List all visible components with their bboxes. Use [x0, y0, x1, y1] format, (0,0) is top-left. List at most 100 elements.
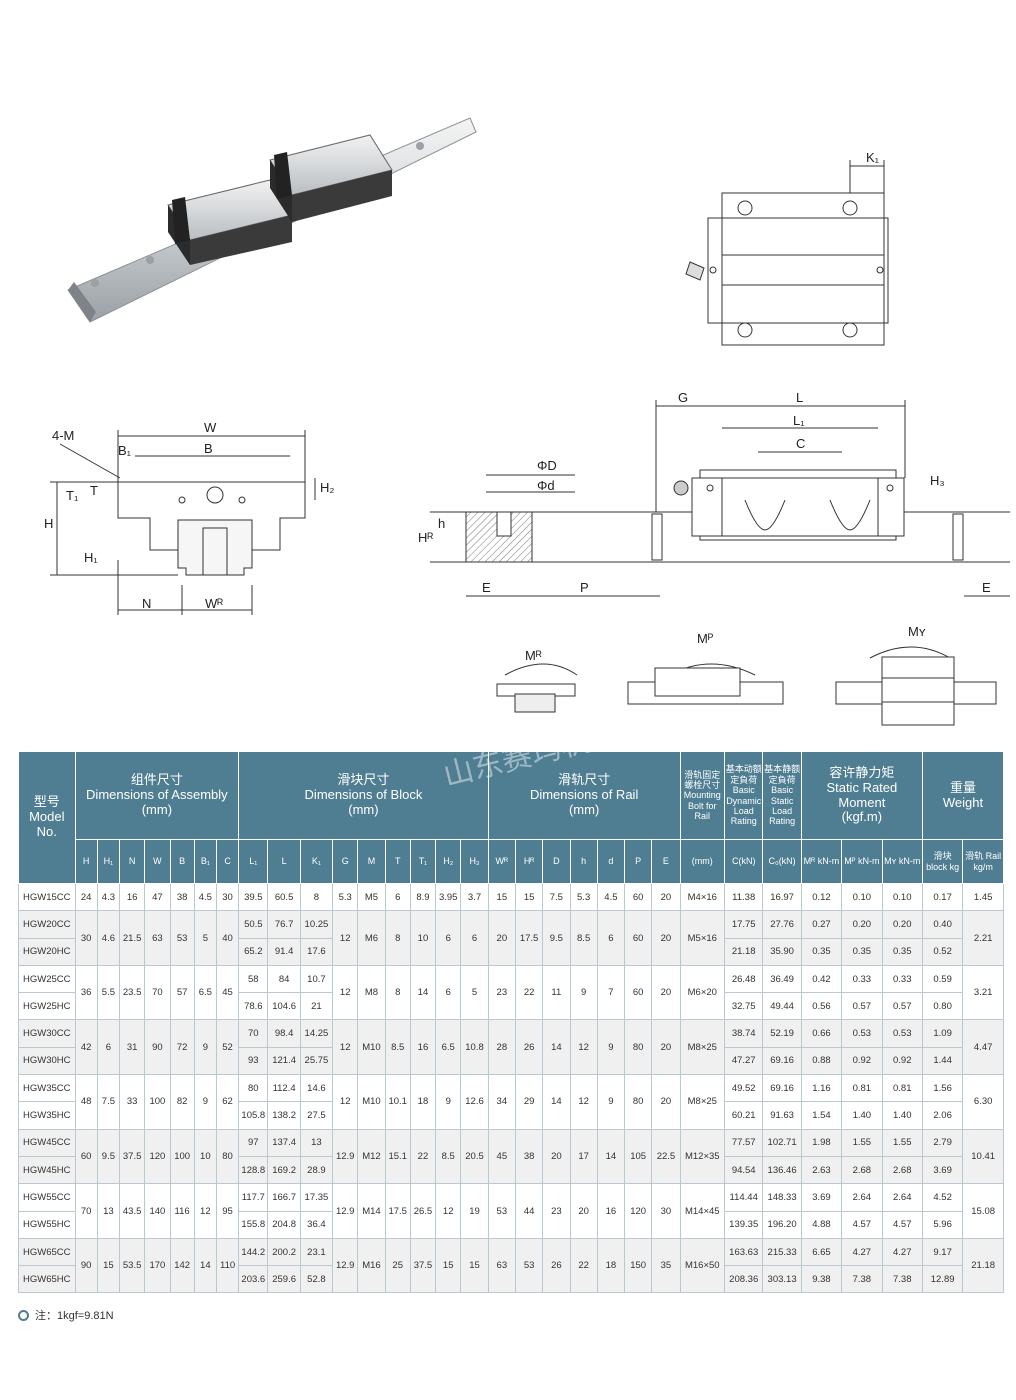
subheader-cell: T₁ [409, 839, 437, 884]
table-cell: 0.92 [841, 1046, 883, 1076]
table-cell: 70 [74, 1183, 98, 1239]
table-cell: 4.27 [841, 1237, 883, 1267]
subheader-cell: H₁ [96, 839, 121, 884]
table-cell: 7.5 [542, 882, 571, 912]
table-cell: 169.2 [267, 1155, 301, 1185]
table-cell: 140 [144, 1183, 171, 1239]
footnote-text: 注：1kgf=9.81N [35, 1310, 114, 1322]
table-cell: 10 [193, 1128, 217, 1185]
subheader-cell: Wᴿ [487, 839, 516, 884]
table-cell: 65.2 [238, 937, 269, 966]
bullet-icon [18, 1309, 29, 1321]
table-cell: 14 [542, 1019, 571, 1076]
dim-l: L [796, 390, 803, 405]
table-cell: 128.8 [238, 1155, 269, 1185]
subheader-cell: B₁ [193, 839, 217, 884]
subheader-cell: 滑轨 Rail kg/m [962, 839, 1004, 884]
table-cell: 22.5 [651, 1128, 681, 1185]
table-cell: 57 [169, 964, 195, 1021]
table-cell: M8×25 [679, 1074, 726, 1130]
table-cell: 11 [542, 964, 571, 1021]
dim-p: P [580, 580, 589, 595]
table-cell: 14 [409, 964, 437, 1021]
table-cell: 76.7 [267, 910, 301, 939]
table-cell: 5 [460, 964, 489, 1021]
table-cell: 6.5 [435, 1019, 462, 1076]
table-cell: 35 [651, 1237, 681, 1294]
table-cell: 144.2 [238, 1237, 269, 1267]
table-cell: 0.40 [921, 910, 964, 939]
table-cell: 52 [215, 1019, 240, 1076]
dim-l1: L₁ [793, 413, 805, 428]
table-cell: 14 [542, 1074, 571, 1130]
table-cell: 10.8 [460, 1019, 489, 1076]
table-cell: M12 [357, 1128, 386, 1185]
table-cell: 166.7 [267, 1183, 301, 1212]
table-cell: 1.09 [921, 1019, 964, 1048]
dim-t: T [90, 483, 98, 498]
subheader-cell: M [357, 839, 386, 884]
table-cell: 15 [514, 882, 544, 912]
table-cell: 80 [238, 1074, 269, 1103]
table-cell: 1.40 [841, 1101, 883, 1130]
table-cell: 4.88 [800, 1210, 843, 1239]
table-cell: 13 [96, 1183, 121, 1239]
table-cell: 21.18 [962, 1237, 1004, 1294]
table-cell: M16 [357, 1237, 386, 1294]
table-cell: 7.38 [841, 1265, 883, 1294]
table-cell: 27.5 [299, 1101, 334, 1130]
table-cell: 80 [624, 1074, 653, 1130]
product-rendering [67, 117, 477, 323]
table-cell: 15.1 [384, 1128, 411, 1185]
table-cell: 10.25 [299, 910, 334, 939]
dim-w: W [204, 420, 217, 435]
table-cell: 13 [299, 1128, 334, 1157]
dim-h2: H₂ [320, 480, 334, 495]
table-cell: 23.5 [118, 964, 146, 1021]
model-cell: HGW65HC [18, 1265, 76, 1294]
table-cell: 9.5 [542, 910, 571, 966]
table-cell: 28.9 [299, 1155, 334, 1185]
table-cell: 102.71 [762, 1128, 802, 1157]
table-cell: 12 [435, 1183, 462, 1239]
table-cell: 49.44 [762, 992, 802, 1021]
table-cell: 20 [487, 910, 516, 966]
table-cell: 2.64 [881, 1183, 923, 1212]
table-cell: 2.06 [921, 1101, 964, 1130]
table-cell: 5.3 [569, 882, 598, 912]
table-cell: M6×20 [679, 964, 726, 1021]
table-cell: 5.5 [96, 964, 121, 1021]
table-cell: 9.17 [921, 1237, 964, 1267]
table-cell: M16×50 [679, 1237, 726, 1294]
table-cell: 15 [487, 882, 516, 912]
subheader-cell: Hᴿ [514, 839, 544, 884]
table-cell: 20.5 [460, 1128, 489, 1185]
side-view-drawing [430, 400, 1010, 597]
table-cell: 22 [569, 1237, 598, 1294]
table-cell: 104.6 [267, 992, 301, 1021]
table-cell: 4.3 [96, 882, 121, 912]
subheader-cell: H₃ [460, 839, 489, 884]
table-cell: 8.5 [569, 910, 598, 966]
table-cell: M4×16 [679, 882, 726, 912]
table-cell: 0.80 [921, 992, 964, 1021]
dim-h3: H₃ [930, 473, 945, 488]
table-cell: 0.57 [881, 992, 923, 1021]
subheader-cell: L₁ [238, 839, 269, 884]
table-cell: 208.36 [724, 1265, 764, 1294]
model-cell: HGW30HC [18, 1046, 76, 1076]
dim-n: N [142, 596, 151, 611]
table-cell: 0.12 [800, 882, 843, 912]
table-cell: 100 [169, 1128, 195, 1185]
table-cell: 12.9 [332, 1183, 359, 1239]
table-cell: 21.5 [118, 910, 146, 966]
table-cell: 26 [514, 1019, 544, 1076]
table-cell: 0.53 [881, 1019, 923, 1048]
